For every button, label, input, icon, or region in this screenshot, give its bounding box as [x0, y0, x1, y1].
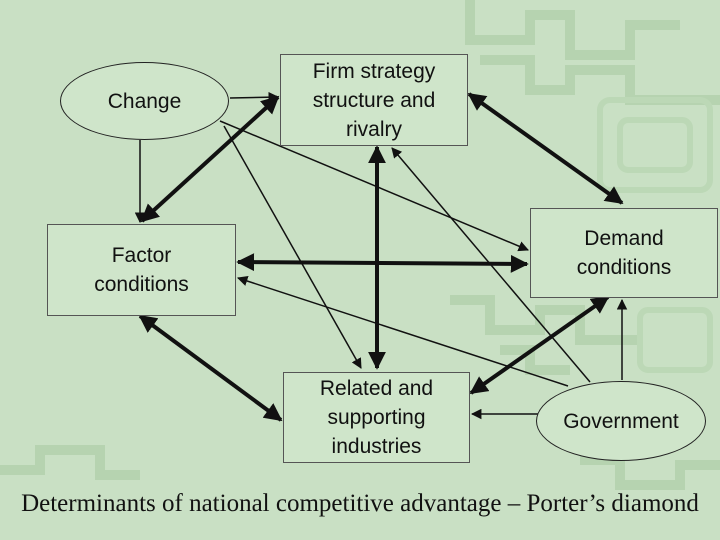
node-firm-strategy: Firm strategy structure and rivalry [280, 54, 468, 146]
edge-factor-related [140, 316, 281, 420]
edge-firm-demand [469, 94, 622, 203]
edge-change-related [224, 126, 361, 368]
edge-factor-demand [238, 262, 527, 264]
slide-caption: Determinants of national competitive adv… [0, 490, 720, 518]
node-demand-conditions-label: Demand conditions [577, 224, 672, 282]
node-related-industries: Related and supporting industries [283, 372, 470, 463]
node-change: Change [60, 62, 229, 140]
node-government: Government [536, 381, 706, 461]
node-firm-strategy-label: Firm strategy structure and rivalry [313, 57, 436, 144]
node-change-label: Change [108, 87, 182, 116]
node-government-label: Government [563, 407, 679, 436]
node-related-industries-label: Related and supporting industries [320, 374, 433, 461]
node-factor-conditions-label: Factor conditions [94, 241, 189, 299]
node-factor-conditions: Factor conditions [47, 224, 236, 316]
edge-change-firm [230, 97, 278, 98]
node-demand-conditions: Demand conditions [530, 208, 718, 298]
edge-government-factor [238, 278, 568, 386]
